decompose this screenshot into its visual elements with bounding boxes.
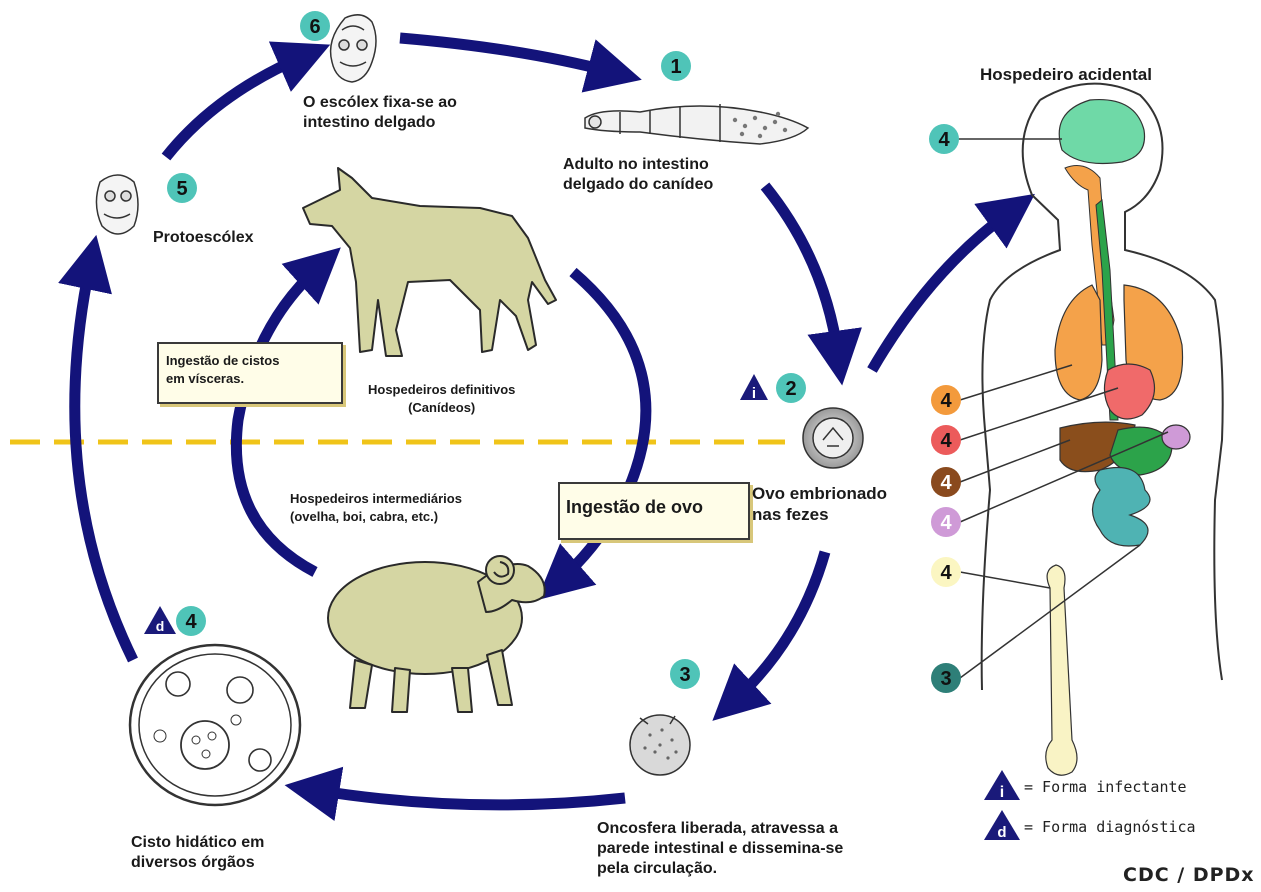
badge-organ-liver-text: 4 xyxy=(940,472,952,494)
label-stage-5: Protoescólex xyxy=(153,228,253,248)
label-ingestion-cysts: Ingestão de cistos em vísceras. xyxy=(166,352,279,387)
hydatid-cyst-illustration xyxy=(130,645,300,805)
badge-stage-3-text: 3 xyxy=(679,664,690,686)
arrow-5-to-6 xyxy=(166,57,302,157)
arrow-1-to-2 xyxy=(765,186,838,355)
badge-organ-spleen-text: 4 xyxy=(940,512,952,534)
protoscolex-illustration xyxy=(96,175,138,234)
arrow-sheep-to-dog xyxy=(236,268,318,572)
source-credit: CDC / DPDx xyxy=(1123,864,1255,886)
label-stage-3: Oncosfera liberada, atravessa a parede i… xyxy=(597,819,843,879)
life-cycle-arrows xyxy=(75,38,1010,805)
label-accidental-host: Hospedeiro acidental xyxy=(980,64,1152,85)
arrow-4-to-5 xyxy=(75,265,133,660)
badge-organ-brain-text: 4 xyxy=(938,129,950,151)
arrow-2-to-accidental xyxy=(872,212,1010,370)
badge-stage-4-text: 4 xyxy=(185,611,197,633)
diagnostic-triangle-letter: d xyxy=(156,618,165,634)
label-definitive-host: Hospedeiros definitivos (Canídeos) xyxy=(368,381,515,416)
label-stage-1: Adulto no intestino delgado do canídeo xyxy=(563,155,713,195)
label-stage-6: O escólex fixa-se ao intestino delgado xyxy=(303,93,457,133)
arrow-3-to-4 xyxy=(315,790,625,805)
badge-organ-bone-text: 4 xyxy=(940,562,952,584)
oncosphere-illustration xyxy=(630,715,690,775)
label-intermediate-host: Hospedeiros intermediários (ovelha, boi,… xyxy=(290,490,462,525)
badge-organ-heart-text: 4 xyxy=(940,430,952,452)
badge-organ-intestine-text: 3 xyxy=(940,668,951,690)
arrow-6-to-1 xyxy=(400,38,612,72)
label-stage-4: Cisto hidático em diversos órgãos xyxy=(131,833,264,873)
legend-infective-text: = Forma infectante xyxy=(1024,778,1187,796)
badge-stage-2-text: 2 xyxy=(785,378,796,400)
infective-triangle-letter: i xyxy=(752,385,756,402)
badge-stage-5-text: 5 xyxy=(176,178,187,200)
sheep-illustration xyxy=(328,556,545,712)
scolex-illustration xyxy=(331,15,376,82)
badge-organ-lungs-text: 4 xyxy=(940,390,952,412)
label-ingestion-egg: Ingestão de ovo xyxy=(566,496,703,519)
legend-infective-letter: i xyxy=(1000,784,1004,801)
label-stage-2: Ovo embrionado nas fezes xyxy=(752,483,887,526)
dog-illustration xyxy=(303,168,556,356)
egg-illustration xyxy=(803,408,863,468)
badge-stage-6-text: 6 xyxy=(309,16,320,38)
legend-diagnostic-letter: d xyxy=(997,824,1006,841)
arrow-2-to-3 xyxy=(735,552,825,700)
legend-diagnostic-text: = Forma diagnóstica xyxy=(1024,818,1196,836)
human-body-illustration xyxy=(982,84,1223,776)
adult-worm-illustration xyxy=(585,104,808,144)
badge-stage-1-text: 1 xyxy=(670,56,681,78)
